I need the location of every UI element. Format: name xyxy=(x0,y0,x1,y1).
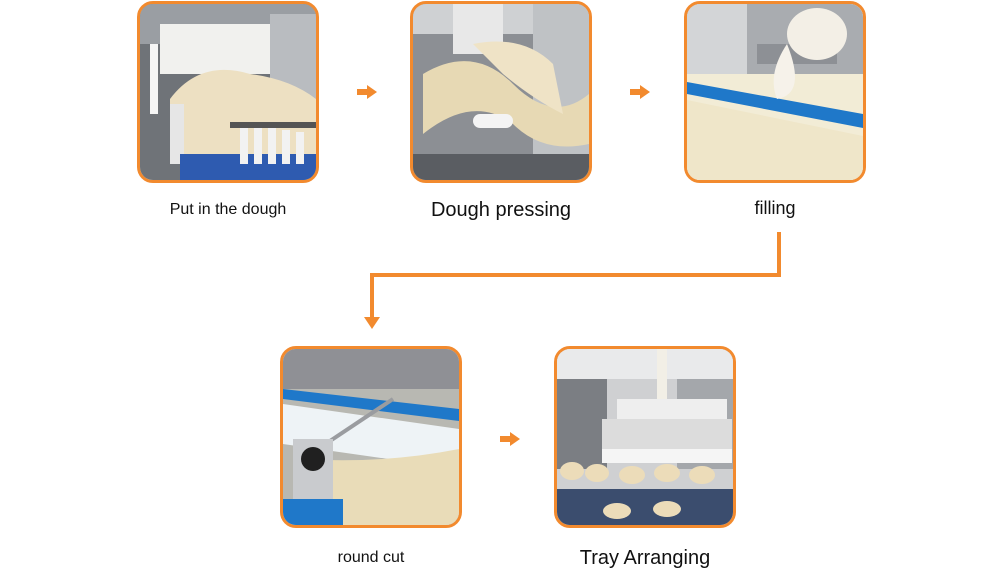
arrow-right-icon xyxy=(630,85,650,99)
step-5-photo xyxy=(554,346,736,528)
step-3-caption: filling xyxy=(754,198,796,218)
step-2-caption: Dough pressing xyxy=(430,199,572,221)
arrow-right-icon xyxy=(500,432,520,446)
step-5-caption: Tray Arranging xyxy=(579,547,711,569)
step-1-photo xyxy=(137,1,319,183)
step-2-photo xyxy=(410,1,592,183)
step-4-caption: round cut xyxy=(337,549,405,566)
step-3-photo xyxy=(684,1,866,183)
arrow-right-icon xyxy=(357,85,377,99)
step-4-photo xyxy=(280,346,462,528)
step-1-caption: Put in the dough xyxy=(169,201,287,218)
